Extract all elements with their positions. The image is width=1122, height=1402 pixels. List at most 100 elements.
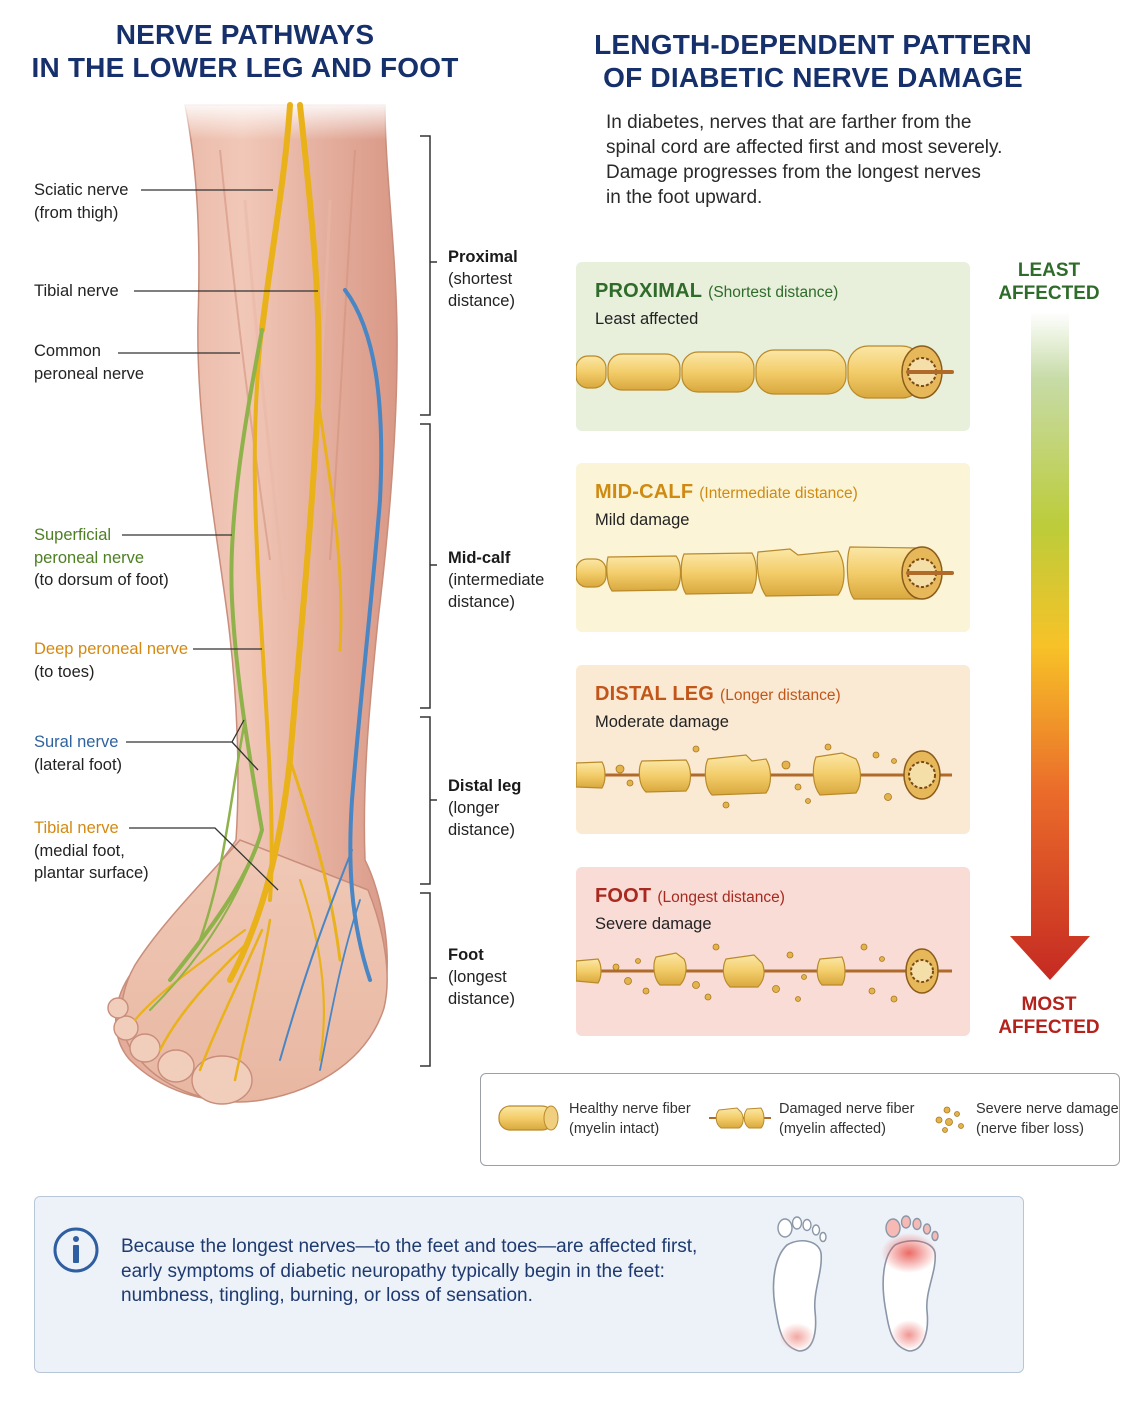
toe (129, 1033, 161, 1063)
stage-heading: PROXIMAL (Shortest distance) (595, 280, 838, 303)
region-line: (longest (448, 968, 507, 986)
nerve-name: Tibial nerve (34, 819, 119, 837)
region-name: Mid-calf (448, 549, 511, 567)
nerve-detail: (to toes) (34, 662, 95, 681)
stage-desc: Moderate damage (595, 713, 729, 731)
sciatic-nerve (259, 102, 293, 333)
stage-name: FOOT (595, 885, 652, 907)
region-name: Proximal (448, 248, 518, 266)
stage-name: DISTAL LEG (595, 683, 715, 705)
severity-top-line-1: LEAST (1017, 260, 1081, 281)
legend-line: Healthy nerve fiber (569, 1101, 691, 1117)
info-box: Because the longest nerves—to the feet a… (34, 1196, 1024, 1373)
nerve-name: Deep peroneal nerve (34, 640, 189, 658)
region-distal-leg: Distal leg (longer distance) (448, 775, 521, 841)
stage-heading: MID-CALF(Intermediate distance) (595, 481, 858, 504)
nerve-label-tibial: Tibial nerve (34, 280, 119, 303)
healthy-fiber-illustration (576, 345, 954, 399)
region-line: (intermediate (448, 571, 545, 589)
stage-distance: (Shortest distance) (708, 284, 839, 301)
nerve-label-deep-peroneal: Deep peroneal nerve (to toes) (34, 638, 188, 683)
right-title-line-1: LENGTH-DEPENDENT PATTERN (594, 29, 1032, 60)
intro-line: Damage progresses from the longest nerve… (606, 162, 981, 183)
nerve-name-2: peroneal nerve (34, 548, 145, 567)
healthy-foot-icon (772, 1216, 827, 1352)
stage-distance: (Longer distance) (720, 687, 841, 704)
sural-nerve (343, 288, 384, 982)
stage-panel-foot: FOOT (Longest distance) Severe damage (576, 867, 970, 1036)
region-foot: Foot (longest distance) (448, 944, 515, 1010)
toe (113, 1015, 139, 1041)
toe (157, 1049, 195, 1083)
info-line: Because the longest nerves—to the feet a… (121, 1236, 698, 1257)
severity-label-most: MOST AFFECTED (979, 993, 1119, 1039)
nerve-detail: (from thigh) (34, 203, 119, 222)
stage-distance: (Intermediate distance) (699, 485, 858, 502)
stage-heading: FOOT (Longest distance) (595, 885, 785, 908)
legend-line: Damaged nerve fiber (779, 1101, 915, 1117)
region-line: (shortest (448, 270, 513, 288)
left-title: NERVE PATHWAYS IN THE LOWER LEG AND FOOT (20, 18, 470, 84)
legend-line: Severe nerve damage (976, 1101, 1119, 1117)
region-bracket (420, 135, 437, 1067)
nerve-name: Tibial nerve (34, 282, 119, 300)
legend-item-healthy: Healthy nerve fiber (myelin intact) (569, 1099, 691, 1139)
legend-line: (myelin intact) (569, 1121, 660, 1137)
toe (107, 997, 129, 1019)
intro-line: In diabetes, nerves that are farther fro… (606, 112, 972, 133)
nerve-label-sciatic: Sciatic nerve (from thigh) (34, 179, 128, 224)
intro-text: In diabetes, nerves that are farther fro… (606, 110, 1026, 210)
info-text: Because the longest nerves—to the feet a… (121, 1235, 741, 1309)
stage-desc: Least affected (595, 310, 699, 328)
severity-gradient-arrow (1010, 312, 1090, 980)
severity-top-line-2: AFFECTED (998, 283, 1100, 304)
legend-item-severe: Severe nerve damage (nerve fiber loss) (976, 1099, 1119, 1139)
nerve-name: Superficial (34, 526, 112, 544)
leg-illustration (107, 100, 437, 1105)
nerve-detail: peroneal nerve (34, 364, 145, 383)
stage-panel-distal-leg: DISTAL LEG (Longer distance) Moderate dam… (576, 665, 970, 834)
info-line: numbness, tingling, burning, or loss of … (121, 1285, 533, 1306)
stage-desc: Mild damage (595, 511, 690, 529)
severity-label-least: LEAST AFFECTED (979, 259, 1119, 305)
right-title: LENGTH-DEPENDENT PATTERN OF DIABETIC NER… (588, 28, 1038, 94)
stage-panel-mid-calf: MID-CALF(Intermediate distance) Mild dam… (576, 463, 970, 632)
right-title-line-2: OF DIABETIC NERVE DAMAGE (603, 62, 1023, 93)
stage-name: PROXIMAL (595, 280, 703, 302)
toe (191, 1055, 253, 1105)
mild-damage-fiber-illustration (576, 546, 954, 600)
info-icon (53, 1227, 99, 1273)
stage-distance: (Longest distance) (657, 889, 785, 906)
damaged-fiber-icon (709, 1107, 771, 1129)
nerve-label-common-peroneal: Common peroneal nerve (34, 340, 144, 385)
region-proximal: Proximal (shortest distance) (448, 246, 518, 312)
intro-line: spinal cord are affected first and most … (606, 137, 1003, 158)
region-mid-calf: Mid-calf (intermediate distance) (448, 547, 544, 613)
severity-bottom-line-1: MOST (1021, 994, 1077, 1015)
nerve-detail-2: plantar surface) (34, 864, 149, 882)
region-line: distance) (448, 292, 515, 310)
region-name: Foot (448, 946, 484, 964)
nerve-name: Sural nerve (34, 733, 119, 751)
stage-heading: DISTAL LEG (Longer distance) (595, 683, 841, 706)
leader-lines (118, 189, 318, 891)
nerve-name: Sciatic nerve (34, 181, 129, 199)
left-title-line-1: NERVE PATHWAYS (115, 19, 375, 50)
region-line: distance) (448, 990, 515, 1008)
nerve-label-tibial-foot: Tibial nerve (medial foot, plantar surfa… (34, 817, 149, 885)
deep-peroneal-nerve (252, 328, 274, 902)
severe-damage-icon (935, 1106, 964, 1133)
nerve-detail: (lateral foot) (34, 755, 123, 774)
region-line: (longer (448, 799, 500, 817)
stage-desc: Severe damage (595, 915, 712, 933)
left-title-line-2: IN THE LOWER LEG AND FOOT (31, 52, 459, 83)
severe-damage-fiber-illustration (576, 943, 952, 1003)
legend-item-damaged: Damaged nerve fiber (myelin affected) (779, 1099, 914, 1139)
nerve-name: Common (34, 342, 101, 360)
healthy-fiber-icon (498, 1105, 559, 1131)
nerve-detail: (to dorsum of foot) (34, 571, 169, 589)
legend: Healthy nerve fiber (myelin intact) Dama… (480, 1073, 1120, 1166)
nerve-detail: (medial foot, (34, 841, 125, 860)
superficial-peroneal-nerve (168, 328, 265, 982)
nerve-label-sural: Sural nerve (lateral foot) (34, 731, 122, 776)
